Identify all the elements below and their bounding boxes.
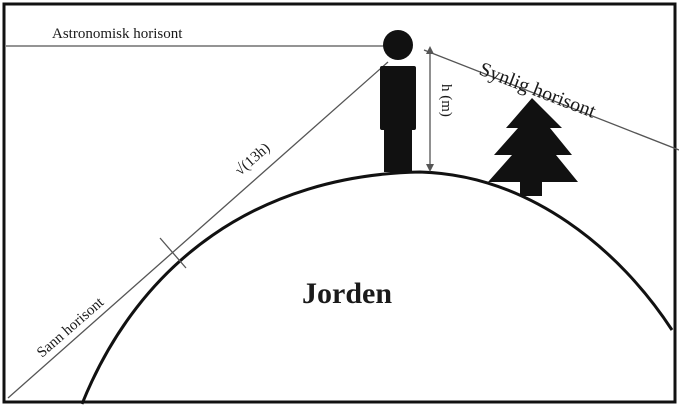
tangent-tick (159, 237, 187, 269)
earth-label: Jorden (302, 277, 392, 310)
visible-horizon-line (423, 49, 679, 151)
distance-label: √(13h) (232, 140, 273, 179)
height-arrow-bottom (426, 164, 434, 172)
true-horizon-line (7, 61, 389, 399)
height-label: h (m) (438, 84, 454, 117)
earth-surface (80, 170, 674, 405)
height-arrow-top (426, 46, 434, 54)
person-icon (380, 30, 416, 172)
tree-icon (488, 98, 578, 196)
true-horizon-label: Sann horisont (34, 294, 108, 361)
astronomical-horizon-label: Astronomisk horisont (52, 26, 183, 42)
